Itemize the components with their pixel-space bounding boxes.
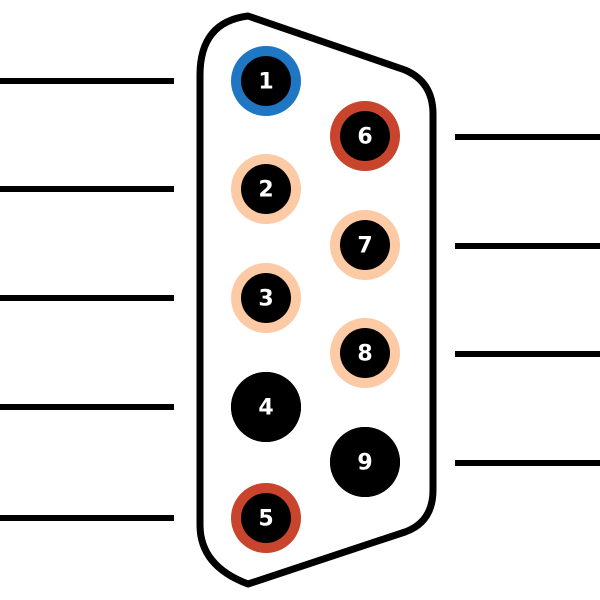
pin-core (241, 56, 291, 106)
pin-7: 7 (330, 210, 400, 280)
pin-core (231, 372, 301, 442)
lead-lines (0, 78, 600, 521)
pin-core (330, 427, 400, 497)
pin-number-label: 6 (357, 125, 372, 150)
pin-core (241, 164, 291, 214)
pin-core (241, 493, 291, 543)
pin-4: 4 (231, 372, 301, 442)
pins: 1 2 3 4 5 6 7 8 9 (231, 46, 400, 553)
pin-number-label: 3 (258, 287, 273, 312)
pin-1: 1 (231, 46, 301, 116)
pin-core (340, 220, 390, 270)
pin-9: 9 (330, 427, 400, 497)
pin-number-label: 8 (357, 342, 372, 367)
pin-core (340, 328, 390, 378)
pin-8: 8 (330, 318, 400, 388)
pin-number-label: 7 (357, 234, 372, 259)
pin-number-label: 9 (357, 451, 372, 476)
pin-5: 5 (231, 483, 301, 553)
pin-6: 6 (330, 101, 400, 171)
pin-core (241, 273, 291, 323)
pin-number-label: 2 (258, 178, 273, 203)
pin-core (340, 111, 390, 161)
pin-number-label: 1 (258, 70, 273, 95)
pin-2: 2 (231, 154, 301, 224)
pin-3: 3 (231, 263, 301, 333)
pin-number-label: 4 (258, 396, 273, 421)
pin-number-label: 5 (258, 507, 273, 532)
